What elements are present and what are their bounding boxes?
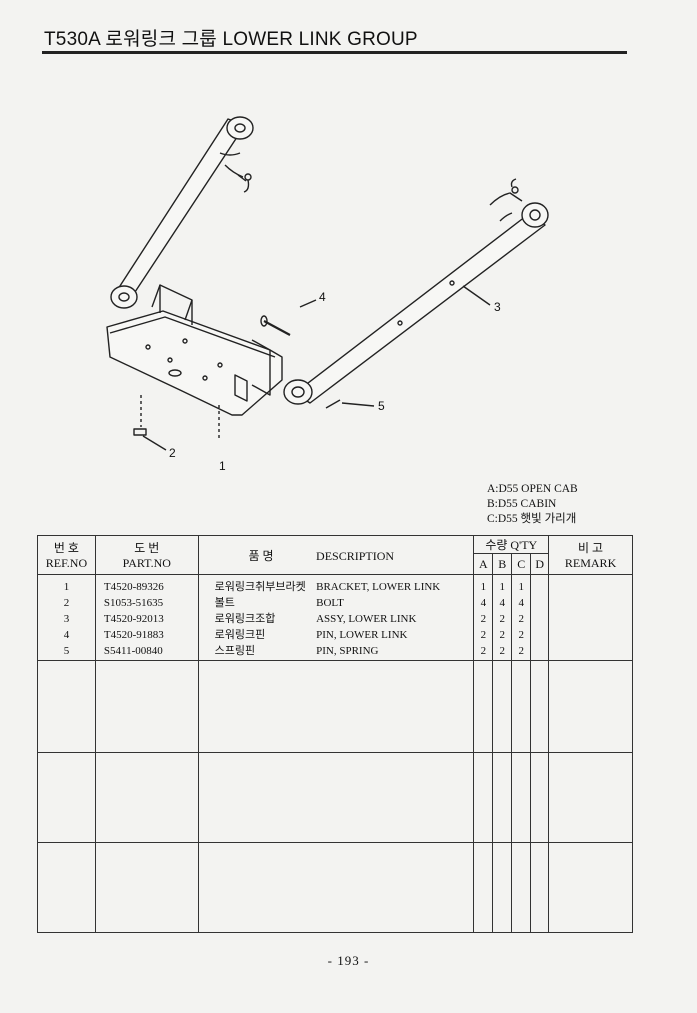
lower-link-diagram: 1 2 3 4 5	[106, 116, 549, 473]
lower-link-pin	[260, 315, 291, 336]
legend-item: C:D55 햇빛 가리개	[487, 513, 577, 525]
qty-b-cell: 4	[499, 597, 506, 609]
qty-c-cell: 2	[518, 613, 524, 625]
lower-link-bracket	[106, 284, 283, 416]
part-description: BRACKET, LOWER LINK	[316, 581, 441, 593]
ref-no-header: 번 호 REF.NO	[37, 535, 96, 575]
qty-d-cell	[531, 595, 548, 611]
part-no-header: 도 번 PART.NO	[94, 535, 199, 575]
qty-b-cell: 2	[499, 645, 506, 657]
table-row-group: 1 2 3 4 5 T4520-89326 S1053-51635 T4520-…	[37, 574, 633, 661]
qty-d-cell	[531, 579, 548, 595]
right-lower-link	[283, 178, 549, 405]
part-name-kr: 스프링핀	[214, 645, 256, 657]
qty-c-header: C	[511, 553, 532, 575]
qty-a-cell: 1	[480, 581, 487, 593]
part-description: ASSY, LOWER LINK	[316, 613, 417, 625]
part-no-cell: T4520-91883	[103, 629, 164, 641]
part-name-kr: 로워링크취부브라켓	[214, 581, 306, 593]
left-lower-link	[110, 116, 254, 309]
qty-d-cell	[531, 643, 548, 659]
part-description: PIN, LOWER LINK	[316, 629, 408, 641]
qty-b-cell: 2	[499, 629, 506, 641]
page-number: - 193 -	[327, 953, 370, 968]
model-legend: A:D55 OPEN CAB B:D55 CABIN C:D55 햇빛 가리개	[487, 482, 578, 527]
table-header-row-2: A B C D	[38, 553, 633, 575]
ref-cell: 1	[63, 581, 70, 593]
part-no-cell: T4520-92013	[103, 613, 164, 625]
qty-d-header: D	[530, 553, 550, 575]
part-name-kr: 로워링크조합	[214, 613, 276, 625]
title-underline	[42, 51, 627, 54]
page-title: T530A 로워링크 그룹 LOWER LINK GROUP	[44, 29, 418, 50]
callout-1: 1	[219, 459, 226, 473]
part-description: PIN, SPRING	[316, 645, 379, 657]
qty-c-cell: 4	[518, 597, 524, 609]
table-row-group	[37, 752, 633, 843]
part-name-kr: 로워링크핀	[214, 629, 266, 641]
ref-cell: 3	[63, 613, 70, 625]
qty-a-cell: 2	[480, 629, 487, 641]
ref-cell: 2	[63, 597, 70, 609]
legend-item: A:D55 OPEN CAB	[487, 483, 578, 495]
table-row-group	[37, 842, 633, 933]
callout-3: 3	[494, 300, 501, 314]
ref-cell: 4	[63, 629, 70, 641]
spring-pin	[325, 399, 341, 409]
qty-c-cell: 2	[518, 645, 524, 657]
part-name-kr: 볼트	[214, 597, 235, 609]
qty-b-cell: 1	[499, 581, 506, 593]
qty-d-cell	[531, 627, 548, 643]
qty-b-cell: 2	[499, 613, 506, 625]
part-no-cell: T4520-89326	[103, 581, 164, 593]
qty-header: 수량 Q'TY	[473, 535, 550, 554]
qty-c-cell: 2	[518, 629, 524, 641]
bolt	[133, 395, 147, 436]
remark-header: 비 고 REMARK	[548, 535, 633, 575]
callout-5: 5	[378, 399, 385, 413]
qty-a-cell: 2	[480, 645, 487, 657]
qty-b-header: B	[492, 553, 513, 575]
callout-2: 2	[169, 446, 176, 460]
qty-a-cell: 2	[480, 613, 487, 625]
part-description: BOLT	[316, 597, 344, 609]
ref-cell: 5	[63, 645, 70, 657]
legend-item: B:D55 CABIN	[487, 498, 557, 510]
table-row-group	[37, 660, 633, 753]
qty-a-header: A	[473, 553, 494, 575]
remark-cell	[548, 574, 633, 661]
part-no-cell: S5411-00840	[103, 645, 163, 657]
part-no-cell: S1053-51635	[103, 597, 164, 609]
qty-d-cell	[531, 611, 548, 627]
qty-c-cell: 1	[518, 581, 524, 593]
qty-a-cell: 4	[480, 597, 487, 609]
callout-4: 4	[319, 290, 326, 304]
